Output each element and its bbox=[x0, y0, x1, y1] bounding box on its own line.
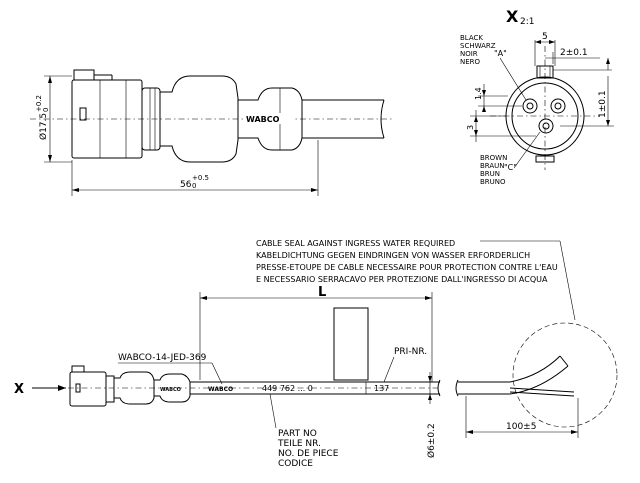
part-no-line-3: CODICE bbox=[278, 459, 313, 469]
cable-diameter-dimension: Ø6±0.2 bbox=[424, 372, 438, 458]
top-length-tol-upper: +0.5 bbox=[192, 174, 209, 182]
brown-label-2: BRUN bbox=[480, 170, 500, 178]
bottom-body-brand: WABCO bbox=[160, 387, 181, 393]
detail-title: X bbox=[506, 7, 519, 26]
black-label-1: SCHWARZ bbox=[460, 42, 496, 50]
connector-label: WABCO-14-JED-369 bbox=[118, 353, 207, 363]
bottom-sensor: WABCO WABCO 449 762 ... 0 137 bbox=[68, 307, 575, 407]
detail-scale: 2:1 bbox=[520, 17, 534, 27]
detail-dim-5: 5 bbox=[542, 32, 548, 42]
cable-seal-line-2: PRESSE-ETOUPE DE CABLE NECESSAIRE POUR P… bbox=[256, 263, 558, 272]
cable-seal-line-0: CABLE SEAL AGAINST INGRESS WATER REQUIRE… bbox=[256, 239, 455, 248]
detail-dim-3: 3 bbox=[466, 125, 475, 130]
x-arrow-label: X bbox=[14, 382, 24, 397]
top-diameter-dimension: Ø17.5 +0.2 0 bbox=[35, 75, 72, 163]
part-no-line-1: TEILE NR. bbox=[277, 439, 321, 449]
top-view-sensor: WABCO bbox=[30, 69, 392, 163]
cable-seal-line-1: KABELDICHTUNG GEGEN EINDRINGEN VON WASSE… bbox=[256, 251, 530, 260]
detail-dim-2: 2±0.1 bbox=[560, 48, 588, 58]
strip-length-label: 100±5 bbox=[506, 422, 536, 432]
top-length-dimension: 56 +0.5 0 bbox=[71, 140, 319, 196]
bottom-sleeve-brand: WABCO bbox=[208, 386, 233, 393]
top-length-label: 56 bbox=[180, 180, 192, 190]
black-label-3: NERO bbox=[460, 58, 481, 66]
cable-dia-label: Ø6±0.2 bbox=[426, 423, 437, 458]
pri-label: PRI-NR. bbox=[394, 347, 427, 357]
detail-pin-labels: BLACK SCHWARZ NOIR NERO "A" BROWN BRAUN … bbox=[460, 34, 541, 186]
cable-seal-note: CABLE SEAL AGAINST INGRESS WATER REQUIRE… bbox=[256, 239, 618, 428]
top-diameter-tol-lower: 0 bbox=[42, 108, 50, 112]
brown-label-0: BROWN bbox=[480, 154, 507, 162]
length-l-label: L bbox=[318, 285, 326, 300]
bottom-labels: WABCO-14-JED-369 PRI-NR. PART NO TEILE N… bbox=[118, 347, 427, 469]
part-no-line-2: NO. DE PIECE bbox=[278, 449, 339, 459]
strip-length-dimension: 100±5 bbox=[465, 396, 579, 438]
pri-number: 137 bbox=[374, 384, 389, 393]
black-label-0: BLACK bbox=[460, 34, 483, 42]
detail-dim-1: 1±0.1 bbox=[598, 90, 608, 118]
pin-c-label: "C" bbox=[504, 163, 517, 172]
length-l-dimension: L bbox=[199, 285, 433, 382]
black-label-2: NOIR bbox=[460, 50, 478, 58]
top-diameter-tol-upper: +0.2 bbox=[35, 95, 43, 112]
top-diameter-label: Ø17.5 bbox=[38, 113, 49, 140]
part-no-line-0: PART NO bbox=[278, 429, 317, 439]
brown-label-3: BRUNO bbox=[480, 178, 506, 186]
detail-dimensions: 5 2±0.1 1±0.1 1.4 3 bbox=[466, 32, 614, 142]
part-number: 449 762 ... 0 bbox=[262, 384, 313, 393]
top-brand-label: WABCO bbox=[246, 115, 280, 124]
detail-dim-1-4: 1.4 bbox=[474, 87, 483, 100]
x-view-arrow: X bbox=[14, 382, 66, 397]
cable-seal-line-3: E NECESSARIO SERRACAVO PER PROTEZIONE DA… bbox=[256, 275, 548, 284]
top-length-tol-lower: 0 bbox=[192, 182, 196, 190]
brown-label-1: BRAUN bbox=[480, 162, 505, 170]
pin-a-label: "A" bbox=[494, 49, 507, 58]
